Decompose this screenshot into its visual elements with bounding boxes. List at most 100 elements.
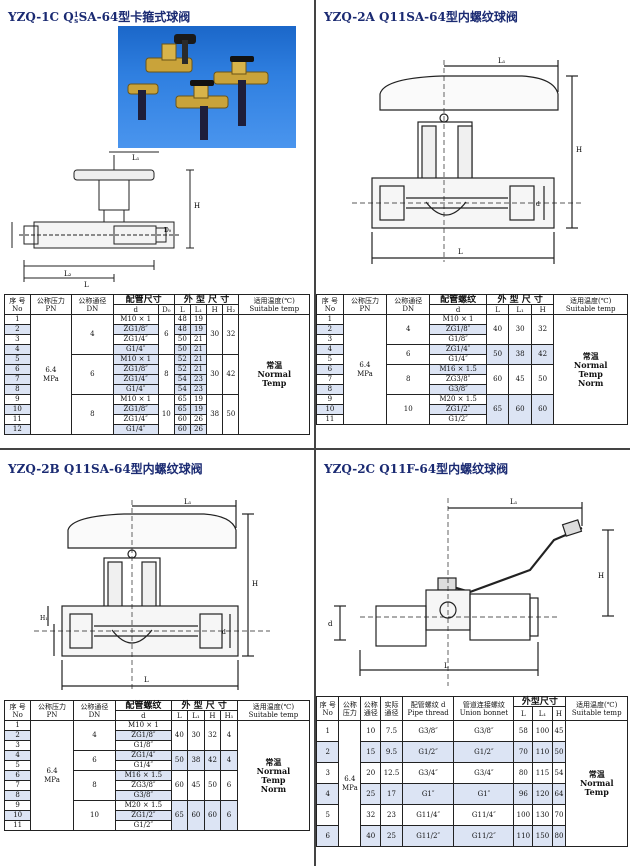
cell-no: 10	[316, 404, 344, 415]
cell-text-line: 适用温度(℃)	[576, 700, 618, 709]
header-sub: L	[513, 706, 534, 721]
cell-l: 60	[170, 770, 189, 801]
cell-thread: G11/2″	[401, 825, 455, 847]
cell-text-line: 公称	[342, 700, 357, 709]
cell-h: 50	[530, 364, 555, 395]
cell-d: G1/4″	[112, 384, 159, 395]
cell-l: 65	[170, 800, 189, 831]
cell-no: 10	[3, 810, 32, 821]
cell-l: 60	[173, 414, 191, 425]
cell-dn: 32	[360, 804, 382, 826]
quadrant-yzq-2a: YZQ-2A Q11SA-64型内螺纹球阀 L₁	[316, 0, 630, 446]
cell-text-line: No	[12, 304, 23, 313]
cell-no: 5	[3, 760, 32, 771]
dim-label-l: L	[144, 676, 149, 684]
cell-text-line: PN	[45, 304, 57, 313]
valve-photo-2	[213, 56, 269, 126]
cell-d: ZG1/2″	[429, 404, 487, 415]
cell-text-line: DN	[402, 304, 415, 313]
frac-top: 1	[73, 9, 79, 19]
header-temp: 适用温度(℃)Suitable temp	[565, 696, 628, 721]
cell-no: 1	[3, 720, 32, 731]
cell-text-line: 公称压力	[36, 296, 65, 305]
cell-no: 2	[3, 730, 32, 741]
cell-l1: 21	[189, 344, 208, 355]
cell-l1: 19	[189, 324, 208, 335]
cell-d: G3/8″	[115, 790, 172, 801]
cell-l: 96	[513, 783, 534, 805]
cell-text-line: MPa	[342, 783, 358, 792]
cell-no: 7	[4, 374, 31, 385]
cell-l: 70	[513, 741, 534, 763]
dim-label-d: d	[536, 201, 540, 208]
cell-no: 9	[316, 394, 344, 405]
cell-d: G1/8″	[115, 740, 172, 751]
cell-text-line: 实际	[384, 700, 399, 709]
cell-h: 60	[203, 800, 222, 831]
cell-dn: 10	[72, 800, 117, 831]
section-title-yzq-2b: YZQ-2B Q11SA-64型内螺纹球阀	[8, 462, 203, 476]
cell-no: 1	[316, 314, 344, 325]
cell-l1: 60	[508, 394, 532, 425]
cell-d: ZG1/8″	[429, 324, 487, 335]
cell-l1: 23	[189, 384, 208, 395]
cell-d: ZG3/8″	[429, 374, 487, 385]
cell-text-line: 压力	[342, 708, 357, 717]
cell-h: 42	[203, 750, 222, 771]
cell-h: 80	[551, 825, 567, 847]
header-thread: 配管螺纹	[115, 700, 172, 711]
cell-union: G3/8″	[453, 720, 515, 742]
cell-h2: 32	[222, 314, 240, 355]
cell-h: 42	[530, 344, 555, 365]
cell-l1: 45	[508, 364, 532, 395]
cell-text-line: Normal	[256, 765, 291, 776]
cell-d: M10 × 1	[112, 314, 159, 325]
cell-text-line: 管道连接螺纹	[462, 700, 505, 709]
header-sub: L₁	[189, 304, 208, 315]
cell-d: M20 × 1.5	[429, 394, 487, 405]
cell-h2: 50	[222, 394, 240, 435]
cell-text-line: 6.4	[344, 774, 356, 783]
cell-no: 6	[3, 770, 32, 781]
cell-l: 65	[485, 394, 510, 425]
cell-no: 11	[316, 414, 344, 425]
cell-h: 32	[530, 314, 555, 345]
cell-l1: 150	[532, 825, 553, 847]
header-sub: H	[530, 304, 555, 315]
cell-d: ZG3/8″	[115, 780, 172, 791]
cell-thread: G11/4″	[401, 804, 455, 826]
cell-h: 50	[551, 741, 567, 763]
cell-thread: G3/8″	[401, 720, 455, 742]
cell-d: M10 × 1	[115, 720, 172, 731]
cell-text-line: 常温	[265, 756, 282, 767]
header-sub: H₂	[222, 304, 240, 315]
header-sub: L₁	[532, 706, 553, 721]
cell-no: 9	[4, 394, 31, 405]
cell-h: 64	[551, 783, 567, 805]
title-part: YZQ-1C Q	[8, 10, 74, 24]
cell-l: 60	[173, 424, 191, 435]
cell-text-line: Suitable temp	[249, 304, 300, 313]
dim-label-d0: D₀	[164, 227, 172, 234]
cell-text-line: MPa	[357, 369, 373, 378]
cell-dn: 8	[72, 770, 117, 801]
cell-text-line: 公称压力	[38, 702, 67, 711]
cell-no: 2	[316, 741, 340, 763]
cell-l: 110	[513, 825, 534, 847]
cell-text-line: Normal	[579, 778, 614, 788]
cell-text-line: 公称通径	[80, 702, 109, 711]
valve-drawing-yzq-2a: L₁ H d L	[352, 57, 582, 264]
